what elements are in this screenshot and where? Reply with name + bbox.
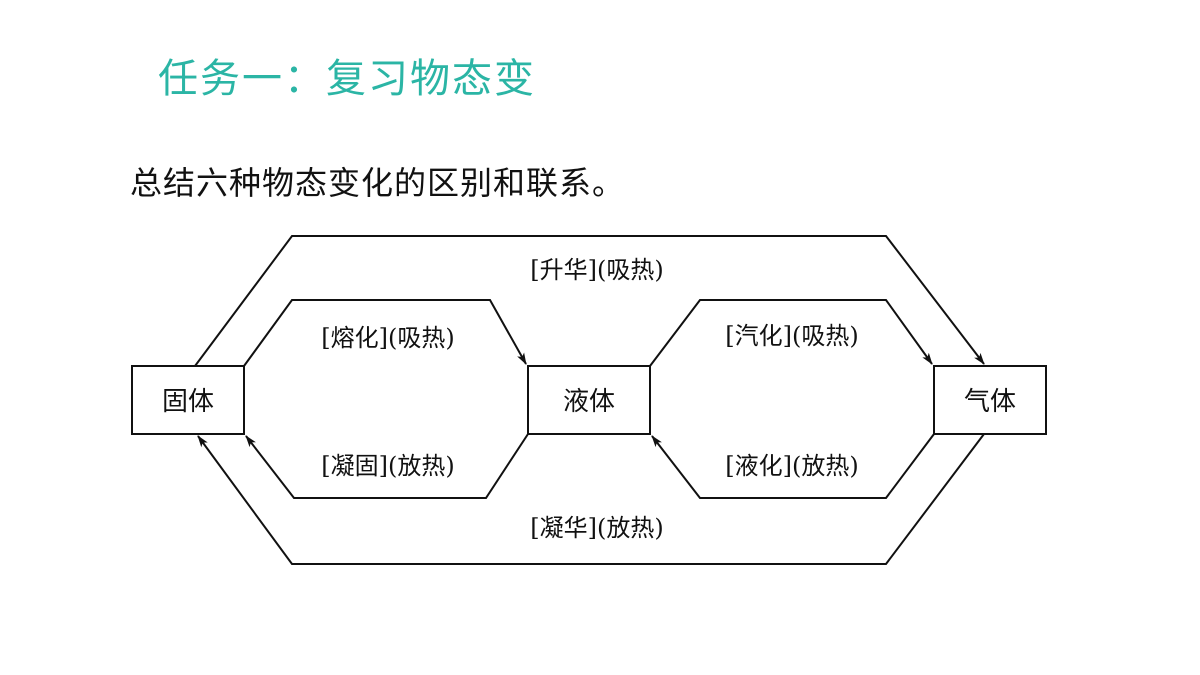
arrow-vaporization [649,299,933,367]
arrow-solidification [245,433,529,499]
label-sublimation: [升华](吸热) [530,256,663,284]
label-liquefaction: [液化](放热) [725,452,858,480]
slide-subtitle: 总结六种物态变化的区别和联系。 [130,164,626,202]
slide-title: 任务一：复习物态变 [158,56,536,102]
node-solid: 固体 [131,365,245,435]
node-solid-label: 固体 [162,387,214,417]
arrow-liquefaction [651,433,935,499]
arrow-melting [243,299,527,367]
node-gas-label: 气体 [964,387,1016,417]
label-deposition: [凝华](放热) [530,514,663,542]
node-liquid: 液体 [527,365,651,435]
node-liquid-label: 液体 [563,387,615,417]
arrow-sublimation [194,235,985,367]
arrow-deposition [197,433,985,565]
label-vaporization: [汽化](吸热) [725,322,858,350]
label-melting: [熔化](吸热) [321,324,454,352]
label-solidification: [凝固](放热) [321,452,454,480]
node-gas: 气体 [933,365,1047,435]
